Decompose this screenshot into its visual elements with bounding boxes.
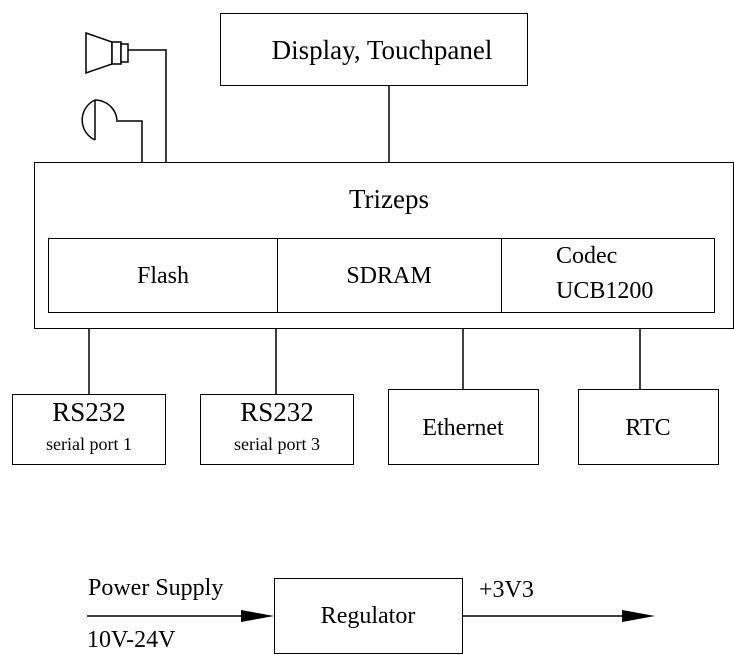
rtc-label: RTC [625, 415, 671, 441]
flash-label: Flash [136, 263, 190, 289]
speaker-icon [85, 31, 167, 162]
rtc-box [578, 389, 719, 465]
ethernet-label: Ethernet [422, 415, 504, 441]
trizeps-components-row [48, 238, 715, 313]
display-touchpanel-label: Display, Touchpanel [271, 35, 493, 65]
divider [501, 238, 502, 313]
rs232-port1-subtitle: serial port 1 [46, 434, 132, 454]
regulator-box [274, 578, 463, 654]
rs232-port3-title: RS232 [240, 397, 314, 427]
power-output-label: +3V3 [479, 577, 534, 603]
codec-label-line2: UCB1200 [556, 278, 654, 304]
rs232-port3-subtitle: serial port 3 [234, 434, 320, 454]
microphone-icon [81, 99, 143, 162]
power-input-range: 10V-24V [87, 627, 176, 653]
codec-label-line1: Codec [556, 243, 618, 269]
arrow-right-icon [241, 610, 274, 622]
ethernet-box [388, 389, 539, 465]
arrow-right-icon [622, 610, 655, 622]
divider [277, 238, 278, 313]
sdram-label: SDRAM [346, 263, 432, 289]
rs232-port3-box [200, 394, 354, 465]
regulator-label: Regulator [320, 603, 416, 629]
rs232-port1-title: RS232 [52, 397, 126, 427]
rs232-port1-box [12, 394, 166, 465]
trizeps-title: Trizeps [348, 184, 430, 214]
display-touchpanel-box [220, 13, 528, 86]
power-supply-label: Power Supply [88, 575, 224, 601]
